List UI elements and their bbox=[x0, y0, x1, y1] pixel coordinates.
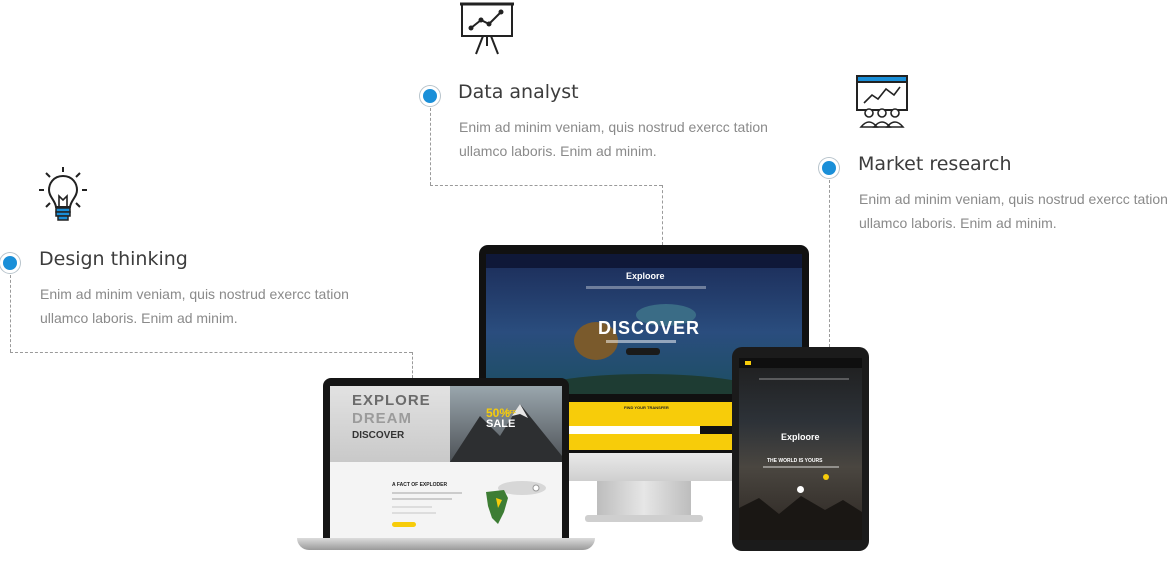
monitor-headline: DISCOVER bbox=[598, 318, 701, 338]
presentation-chart-icon bbox=[459, 0, 515, 56]
connector-line bbox=[412, 352, 413, 378]
feature-title: Design thinking bbox=[39, 248, 188, 270]
connector-line bbox=[10, 270, 11, 352]
feature-description: Enim ad minim veniam, quis nostrud exerc… bbox=[40, 286, 349, 326]
feature-description: Enim ad minim veniam, quis nostrud exerc… bbox=[459, 119, 768, 159]
monitor-search-label: FIND YOUR TRANSFER bbox=[624, 405, 669, 410]
feature-description: Enim ad minim veniam, quis nostrud exerc… bbox=[859, 191, 1168, 231]
promo-percent: 50% bbox=[486, 406, 511, 420]
connector-line bbox=[430, 185, 662, 186]
laptop-base bbox=[297, 538, 595, 550]
feature-title: Data analyst bbox=[458, 81, 579, 103]
promo-off: OFF bbox=[506, 410, 516, 416]
audience-chart-icon bbox=[856, 75, 908, 129]
monitor-base bbox=[585, 515, 703, 522]
timeline-dot bbox=[0, 253, 20, 273]
connector-line bbox=[10, 352, 412, 353]
timeline-dot bbox=[420, 86, 440, 106]
laptop-screen: EXPLORE DREAM DISCOVER 50% OFF SALE A FA… bbox=[330, 386, 562, 538]
laptop-section-title: A FACT OF EXPLODER bbox=[392, 482, 448, 488]
connector-line bbox=[430, 103, 431, 185]
connector-line bbox=[662, 185, 663, 245]
lightbulb-icon bbox=[37, 166, 89, 224]
promo-sale: SALE bbox=[486, 418, 516, 430]
connector-line bbox=[829, 175, 830, 347]
africa-map-icon bbox=[486, 481, 546, 524]
feature-title: Market research bbox=[858, 153, 1012, 175]
laptop-line2: DREAM bbox=[352, 410, 412, 427]
timeline-dot bbox=[819, 158, 839, 178]
laptop-line1: EXPLORE bbox=[352, 392, 431, 409]
tablet-brand: Exploore bbox=[781, 432, 820, 442]
tablet-headline: THE WORLD IS YOURS bbox=[767, 458, 823, 464]
laptop-line3: DISCOVER bbox=[352, 430, 405, 441]
tablet-screen: Exploore THE WORLD IS YOURS bbox=[739, 358, 862, 540]
monitor-stand bbox=[597, 481, 691, 517]
monitor-brand: Exploore bbox=[626, 271, 665, 281]
